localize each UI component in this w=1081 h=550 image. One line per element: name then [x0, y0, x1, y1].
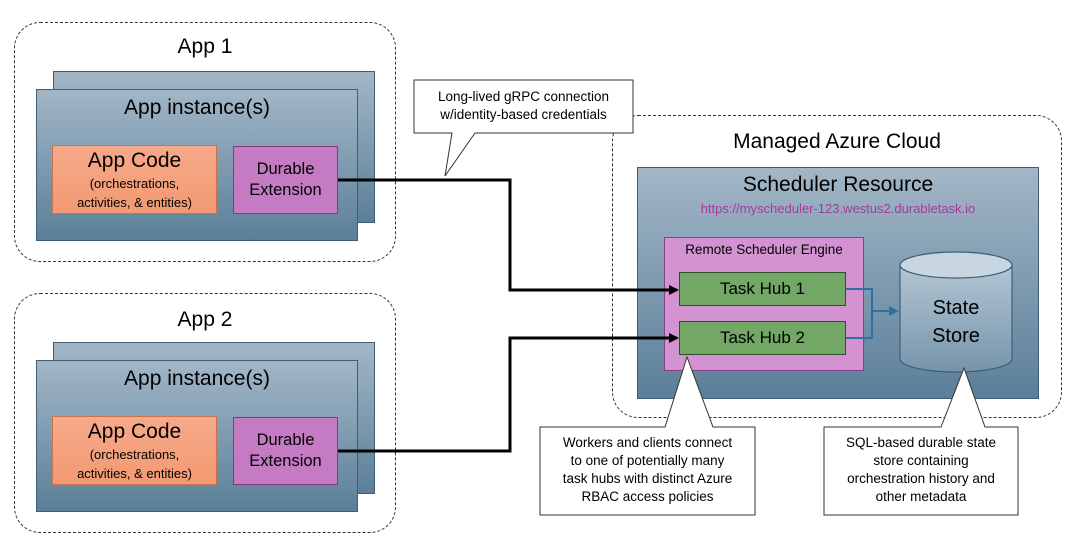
workers-callout-text: Workers and clients connect to one of po…: [540, 434, 755, 506]
app2-code-box: App Code (orchestrations, activities, & …: [52, 416, 217, 485]
workers-callout-shape: [539, 355, 756, 516]
state-store-line1: State: [932, 297, 980, 319]
connector-hubs-store: [846, 288, 873, 339]
workers-line2: to one of potentially many: [570, 453, 725, 468]
app1-ext-line1: Durable: [256, 160, 315, 178]
grpc-callout-shape: [413, 79, 634, 177]
app2-ext-line1: Durable: [256, 431, 315, 449]
cloud-title: Managed Azure Cloud: [733, 130, 941, 153]
state-store-cylinder: [899, 251, 1013, 373]
app2-code-title: App Code: [87, 420, 182, 443]
workers-line4: RBAC access policies: [581, 489, 714, 504]
app1-code-subtitle-1: (orchestrations,: [89, 176, 180, 191]
connector-app1-hub1: [338, 178, 679, 295]
app1-code-title: App Code: [87, 149, 182, 172]
sql-line1: SQL-based durable state: [845, 435, 997, 450]
state-store-label: State Store: [900, 294, 1012, 350]
task-hub-2: Task Hub 2: [679, 321, 846, 355]
app2-title: App 2: [177, 308, 233, 331]
app2-instance-label: App instance(s): [124, 367, 270, 390]
sql-line2: store containing: [873, 453, 969, 468]
app2-code-subtitle-2: activities, & entities): [77, 466, 192, 481]
sql-callout-text: SQL-based durable state store containing…: [824, 434, 1018, 506]
scheduler-title: Scheduler Resource: [742, 173, 934, 196]
grpc-line1: Long-lived gRPC connection: [437, 89, 610, 104]
app1-ext-line2: Extension: [249, 181, 322, 199]
scheduler-url: https://myscheduler-123.westus2.durablet…: [700, 201, 976, 216]
app1-code-box: App Code (orchestrations, activities, & …: [52, 145, 217, 214]
grpc-callout-text: Long-lived gRPC connection w/identity-ba…: [414, 88, 633, 124]
sql-callout-shape: [823, 366, 1019, 516]
task-hub-1-label: Task Hub 1: [719, 279, 806, 298]
app2-code-subtitle-1: (orchestrations,: [89, 447, 180, 462]
task-hub-2-label: Task Hub 2: [719, 328, 806, 347]
connector-app2-hub2: [338, 333, 679, 453]
task-hub-1: Task Hub 1: [679, 272, 846, 306]
workers-line3: task hubs with distinct Azure: [562, 471, 733, 486]
app2-durable-extension: Durable Extension: [233, 417, 338, 485]
sql-line4: other metadata: [875, 489, 967, 504]
sql-line3: orchestration history and: [847, 471, 995, 486]
app2-ext-line2: Extension: [249, 452, 322, 470]
app1-durable-extension: Durable Extension: [233, 146, 338, 214]
grpc-line2: w/identity-based credentials: [440, 107, 607, 122]
app1-code-subtitle-2: activities, & entities): [77, 195, 192, 210]
app1-instance-label: App instance(s): [124, 96, 270, 119]
state-store-line2: Store: [932, 325, 980, 347]
app1-title: App 1: [177, 35, 233, 58]
workers-line1: Workers and clients connect: [562, 435, 733, 450]
engine-title: Remote Scheduler Engine: [685, 242, 843, 257]
